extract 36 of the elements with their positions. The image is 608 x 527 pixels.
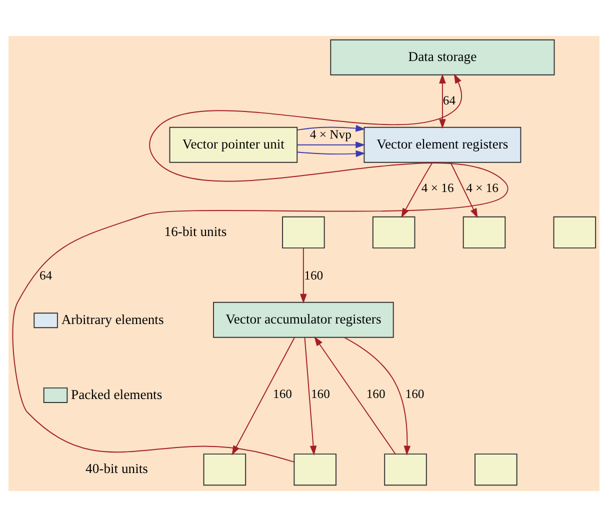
node-box [384,454,427,486]
edge-label: 64 [442,93,456,108]
arrow [304,337,317,456]
node-box [462,216,506,248]
node-box [282,216,325,248]
node-box [474,454,518,486]
label: 40-bit units [86,461,148,476]
node-box [203,454,246,486]
node-box: Vector accumulator registers [213,302,394,338]
node-box: Data storage [330,39,555,76]
node-box [294,454,336,486]
edge-label: 4 × 16 [421,180,454,195]
node-box: Vector pointer unit [169,126,298,163]
edge-label: 160 [273,387,292,402]
edge-label: 160 [405,387,424,402]
arrow [314,336,396,454]
edge-label: 4 × 16 [466,180,499,195]
arrow [12,74,508,462]
legend-label: Arbitrary elements [61,312,164,327]
edge-label: 4 × Nvp [310,127,352,142]
node-box [553,216,596,248]
arrow [296,141,366,148]
edge-label: 160 [366,387,386,402]
edge-label: 160 [310,387,330,402]
arrow [439,74,446,129]
label: 16-bit units [164,224,227,239]
legend-label: Packed elements [71,386,162,402]
arrow [344,337,411,456]
edge-label: 64 [39,268,52,282]
arrow [450,162,478,218]
edge-label: 160 [304,268,324,282]
arrow [296,150,366,158]
node-box [372,216,416,248]
node-box: Vector element registers [364,126,522,163]
arrow [296,124,366,132]
arrow [300,248,307,304]
